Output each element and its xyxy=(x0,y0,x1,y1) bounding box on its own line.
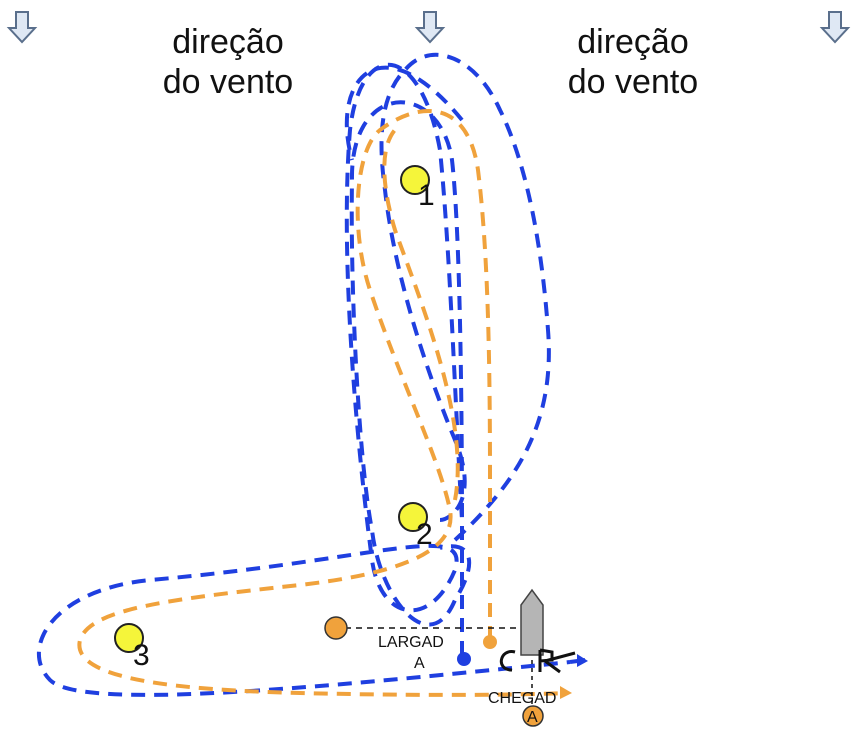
start-label-line2: A xyxy=(414,655,425,672)
finish-buoy xyxy=(522,705,544,727)
mark-3-number: 3 xyxy=(133,639,150,672)
down-arrow-icon xyxy=(414,11,446,44)
mark-1-number: 1 xyxy=(418,179,435,212)
start-label-line1: LARGAD xyxy=(378,634,444,651)
wind-direction-label: direção do vento xyxy=(128,22,328,102)
finish-label-line2: A xyxy=(527,709,538,726)
wind-direction-label: direção do vento xyxy=(533,22,733,102)
down-arrow-icon xyxy=(6,11,38,44)
wind-label-line2: do vento xyxy=(567,63,699,101)
mark-2: 2 xyxy=(398,502,433,551)
flag-r-icon xyxy=(538,648,576,674)
down-arrow-icon xyxy=(819,11,851,44)
orange-arrow-tip xyxy=(560,686,572,699)
mark-3: 3 xyxy=(114,623,150,672)
blue-start-pin xyxy=(457,652,471,666)
flag-c-icon xyxy=(500,650,516,672)
orange-route xyxy=(77,108,569,697)
blue-arrow-tip xyxy=(577,654,588,667)
blue-route-large-loop xyxy=(36,52,571,697)
wind-label-line2: do vento xyxy=(162,63,294,101)
orange-start-pin xyxy=(483,635,497,649)
wind-label-line1: direção xyxy=(577,23,689,61)
start-pin-buoy xyxy=(324,616,348,640)
blue-route-outer-loop xyxy=(344,65,472,655)
mark-1: 1 xyxy=(400,165,435,212)
mark-2-number: 2 xyxy=(416,518,433,551)
committee-boat xyxy=(520,588,544,656)
finish-label-line1: CHEGAD xyxy=(488,690,556,707)
wind-label-line1: direção xyxy=(172,23,284,61)
